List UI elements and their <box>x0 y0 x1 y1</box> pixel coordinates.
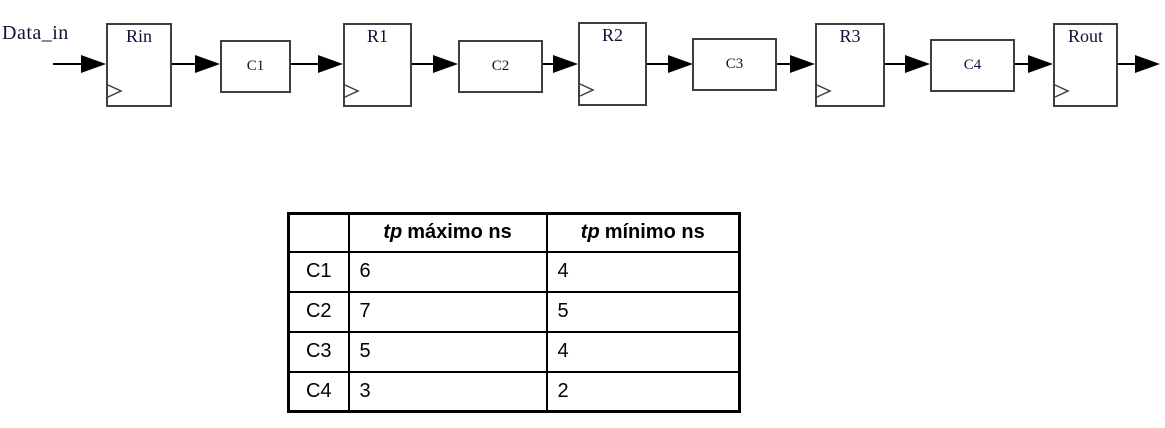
arrowhead-icon <box>81 55 106 73</box>
header-text: máximo ns <box>407 221 512 244</box>
row-name-cell: C3 <box>287 330 350 373</box>
arrowhead-icon <box>905 55 930 73</box>
arrowhead-icon <box>318 55 343 73</box>
clock-input-icon <box>816 84 832 98</box>
header-text: mínimo ns <box>604 221 705 244</box>
table-row: C2 7 5 <box>287 290 741 333</box>
row-name-cell: C4 <box>287 370 350 413</box>
clock-input-icon <box>1054 84 1070 98</box>
register-r2: R2 <box>578 22 647 106</box>
block-label: C4 <box>963 57 982 73</box>
arrow-c1-r1 <box>291 55 343 73</box>
arrowhead-icon <box>433 55 458 73</box>
row-name-cell: C1 <box>287 250 350 293</box>
register-label: Rout <box>1067 26 1103 46</box>
tp-symbol: tp <box>383 221 403 244</box>
register-label: R3 <box>839 26 861 46</box>
arrowhead-icon <box>1135 55 1160 73</box>
arrow-output <box>1118 55 1160 73</box>
tp-min-cell: 4 <box>545 250 741 293</box>
tp-max-cell: 7 <box>347 290 548 333</box>
data-in-label: Data_in <box>2 22 69 44</box>
tp-min-cell: 5 <box>545 290 741 333</box>
arrowhead-icon <box>1028 55 1053 73</box>
clock-input-icon <box>107 84 123 98</box>
tp-max-cell: 6 <box>347 250 548 293</box>
arrow-rin-c1 <box>172 55 220 73</box>
arrow-c2-r2 <box>543 55 578 73</box>
clock-input-icon <box>344 84 360 98</box>
arrow-r2-c3 <box>647 55 693 73</box>
table-row: C3 5 4 <box>287 330 741 373</box>
clock-input-icon <box>579 83 595 97</box>
block-c4: C4 <box>930 39 1015 92</box>
tp-min-cell: 4 <box>545 330 741 373</box>
register-rin: Rin <box>106 23 172 107</box>
arrowhead-icon <box>195 55 220 73</box>
arrowhead-icon <box>790 55 815 73</box>
tp-max-cell: 5 <box>347 330 548 373</box>
block-label: C1 <box>246 58 265 74</box>
register-label: Rin <box>125 26 152 46</box>
arrow-r3-c4 <box>885 55 930 73</box>
block-c3: C3 <box>692 38 777 91</box>
register-rout: Rout <box>1053 23 1118 107</box>
pipeline-diagram: Data_in Rin R1 R2 R3 Rout <box>0 0 1165 170</box>
table-row: C1 6 4 <box>287 250 741 293</box>
register-r3: R3 <box>815 23 885 107</box>
block-label: C2 <box>491 58 510 74</box>
block-label: C3 <box>725 56 744 72</box>
block-c1: C1 <box>220 40 291 93</box>
table-row: C4 3 2 <box>287 370 741 413</box>
header-empty-cell <box>287 212 350 253</box>
arrow-input <box>53 55 106 73</box>
arrowhead-icon <box>668 55 693 73</box>
tp-max-cell: 3 <box>347 370 548 413</box>
tp-min-cell: 2 <box>545 370 741 413</box>
arrow-r1-c2 <box>412 55 458 73</box>
row-name-cell: C2 <box>287 290 350 333</box>
arrow-c4-rout <box>1015 55 1053 73</box>
register-r1: R1 <box>343 23 412 107</box>
arrow-c3-r3 <box>777 55 815 73</box>
arrowhead-icon <box>553 55 578 73</box>
register-label: R1 <box>366 26 388 46</box>
register-label: R2 <box>601 25 623 45</box>
tp-symbol: tp <box>580 221 600 244</box>
block-c2: C2 <box>458 40 543 93</box>
